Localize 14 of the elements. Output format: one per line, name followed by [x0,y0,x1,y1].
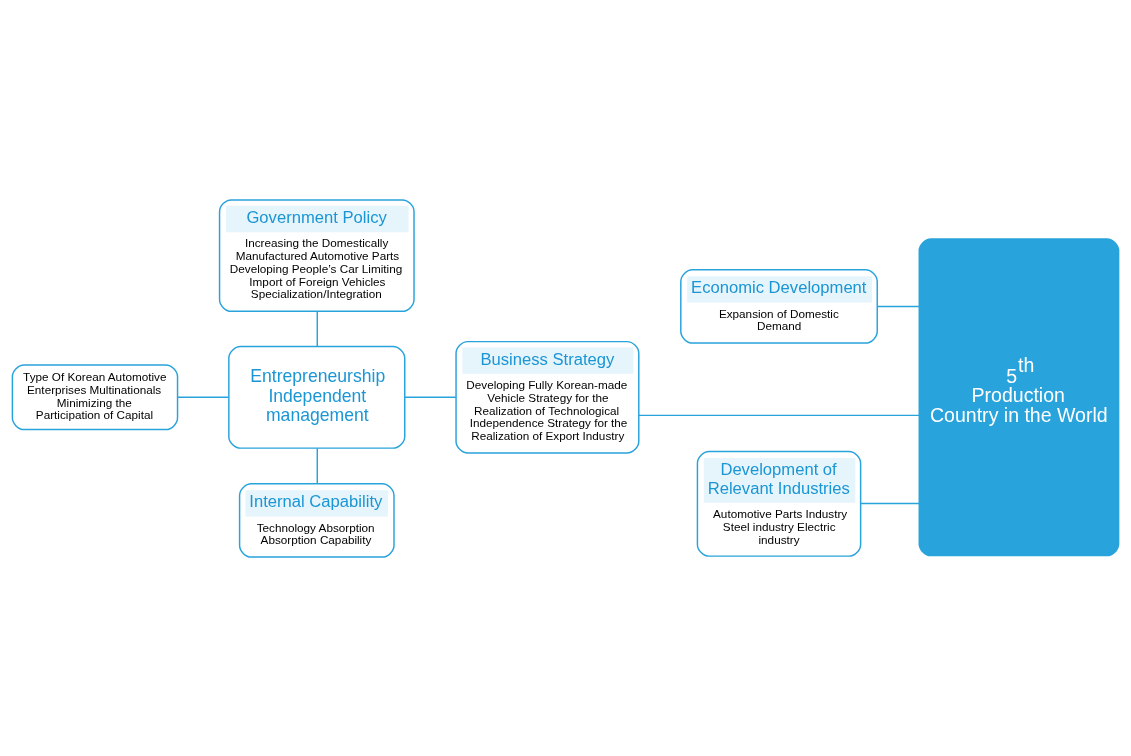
connector [638,414,920,416]
connector [316,447,318,484]
node-box: Government Policy Increasing the Domestically Manufactured Automotive Parts Developing People’s Car Limiting Import of Foreign Vehicles Specialization/Integration [218,198,415,312]
connector [876,305,920,307]
node-box: Internal Capability Technology Absorption Absorption Capability [238,482,395,558]
node-box: Economic Development Expansion of Domestic Demand [680,268,878,344]
node-box: Entrepreneurship Independent management [228,345,406,449]
connector [404,396,457,398]
connector [860,502,920,504]
connector [176,396,230,398]
node-box: Type Of Korean Automotive Enterprises Multinationals Minimizing the Participation of Capital [11,363,179,430]
connector [316,310,318,347]
node-box: Development of Relevant Industries Automotive Parts Industry Steel industry Electric industry [696,450,862,557]
node-box: Business Strategy Developing Fully Korean-made Vehicle Strategy for the Realization of Technological Independence Strategy for the Realization of Export Industry [455,340,640,454]
